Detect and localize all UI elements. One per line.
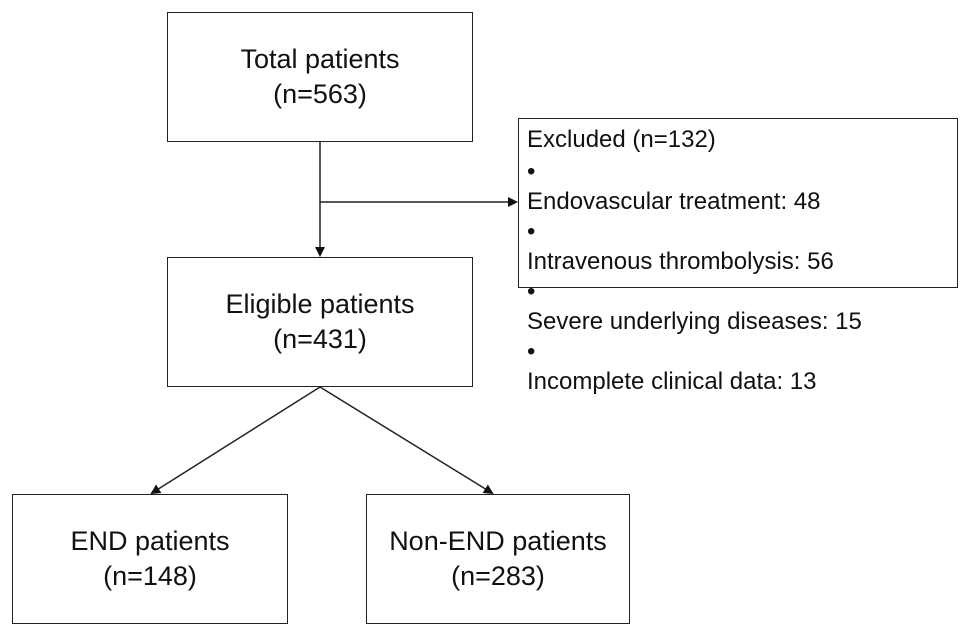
total-patients-label: Total patients [240,43,400,74]
eligible-patients-label: Eligible patients [225,288,415,319]
bullet-icon: • [527,158,536,185]
end-patients-label: END patients [70,525,230,556]
excluded-item-text: Endovascular treatment: 48 [527,188,821,215]
non-end-patients-label: Non-END patients [389,525,607,556]
excluded-item: • Intravenous thrombolysis: 56 [527,217,862,277]
excluded-item: • Endovascular treatment: 48 [527,157,862,217]
excluded-item-text: Intravenous thrombolysis: 56 [527,248,834,275]
excluded-item: • Severe underlying diseases: 15 [527,277,862,337]
total-patients-box: Total patients (n=563) [167,12,473,142]
non-end-patients-box: Non-END patients (n=283) [366,494,630,624]
end-patients-box: END patients (n=148) [12,494,288,624]
excluded-box: Excluded (n=132) • Endovascular treatment… [518,118,958,395]
arrow-eligible-to-nonend [319,386,494,495]
eligible-patients-box: Eligible patients (n=431) [167,257,473,387]
excluded-item: • Incomplete clinical data: 13 [527,337,862,397]
excluded-title: Excluded (n=132) [527,126,716,153]
bullet-icon: • [527,218,536,245]
excluded-list: • Endovascular treatment: 48 • Intravenous… [527,157,862,397]
excluded-item-text: Severe underlying diseases: 15 [527,308,862,335]
bullet-icon: • [527,278,536,305]
end-patients-count: (n=148) [103,561,197,591]
non-end-patients-count: (n=283) [451,561,545,591]
total-patients-count: (n=563) [273,79,367,109]
arrow-eligible-to-end [150,386,321,495]
eligible-patients-count: (n=431) [273,324,367,354]
bullet-icon: • [527,338,536,365]
excluded-item-text: Incomplete clinical data: 13 [527,368,817,395]
